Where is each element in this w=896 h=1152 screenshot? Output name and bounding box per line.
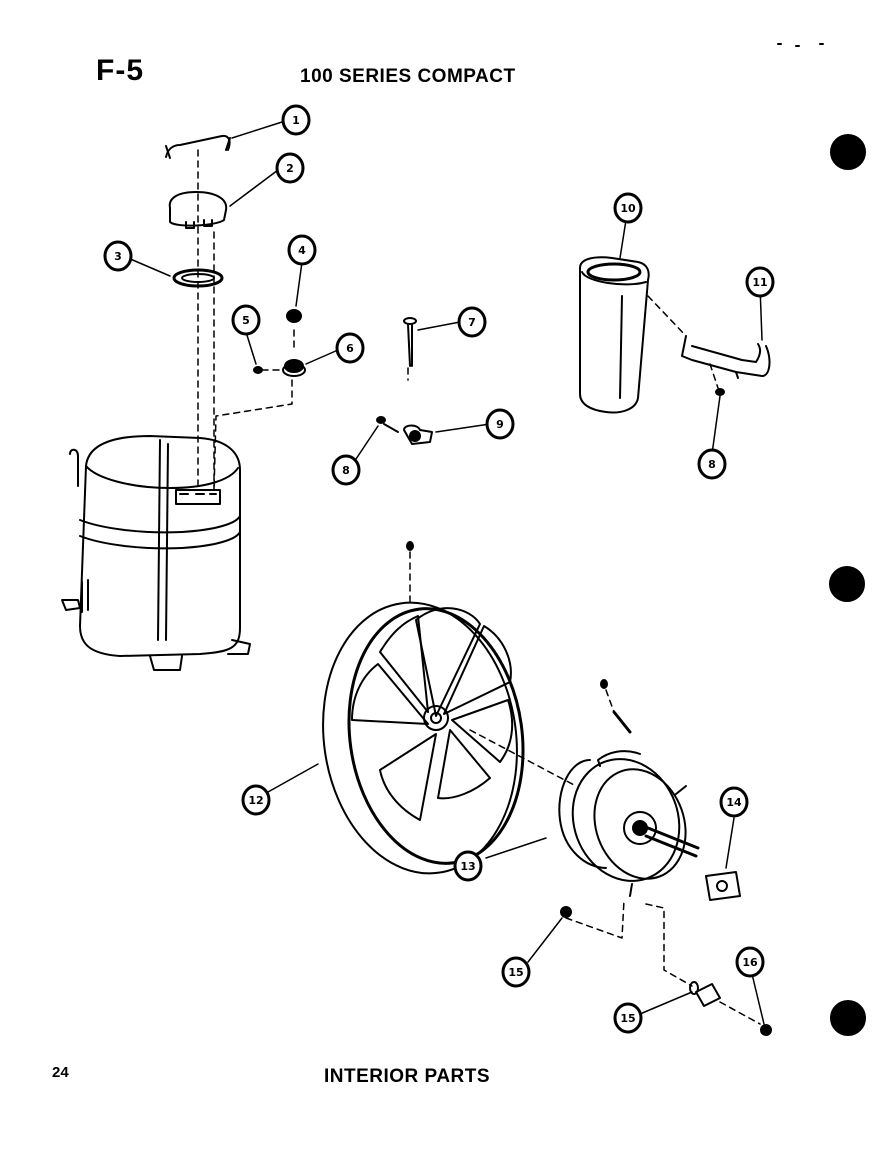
callout-7: 7	[457, 306, 487, 338]
page-code: F-5	[96, 54, 144, 87]
callout-14: 14	[719, 786, 749, 818]
page-number: 24	[52, 1064, 69, 1081]
grommet-part	[282, 359, 306, 377]
callout-8: 8	[331, 454, 361, 486]
assembly-lines	[197, 149, 761, 1025]
callout-5: 5	[231, 304, 261, 336]
callout-label: 2	[286, 162, 294, 175]
callout-13: 13	[453, 850, 483, 882]
callout-label: 13	[460, 860, 475, 873]
callout-15: 15	[613, 1002, 643, 1034]
callout-11: 11	[745, 266, 775, 298]
binder-hole-top	[830, 134, 866, 170]
callout-label: 8	[342, 464, 350, 477]
callout-label: 12	[248, 794, 263, 807]
callout-12: 12	[241, 784, 271, 816]
clip-part	[165, 134, 231, 159]
small-screw-part	[253, 366, 263, 374]
callout-label: 4	[298, 244, 306, 257]
binder-hole-bottom	[830, 1000, 866, 1036]
compressor-body	[61, 435, 251, 671]
end-nut-part	[760, 1024, 772, 1036]
callout-label: 14	[726, 796, 742, 809]
callout-1: 1	[281, 104, 311, 136]
callout-2: 2	[275, 152, 305, 184]
callout-label: 15	[508, 966, 523, 979]
binder-hole-middle	[829, 566, 865, 602]
callout-label: 8	[708, 458, 716, 471]
capacitor-bracket-part	[681, 335, 771, 379]
fan-blade-part	[322, 541, 525, 875]
callout-label: 1	[292, 114, 300, 127]
callout-label: 10	[620, 202, 636, 215]
spacer-part	[689, 981, 721, 1007]
capacitor-part	[579, 256, 650, 414]
callout-label: 7	[468, 316, 476, 329]
terminal-plate-part	[705, 871, 741, 901]
callout-4: 4	[287, 234, 317, 266]
clamp-part	[403, 424, 433, 445]
callout-label: 3	[114, 250, 122, 263]
terminal-cover-part	[168, 191, 228, 229]
callout-10: 10	[613, 192, 643, 224]
callout-label: 9	[496, 418, 504, 431]
fan-motor-part	[558, 679, 700, 897]
callout-15: 15	[501, 956, 531, 988]
callout-label: 15	[620, 1012, 635, 1025]
nut-part	[286, 309, 302, 323]
callout-label: 16	[742, 956, 758, 969]
series-title: 100 SERIES COMPACT	[300, 66, 516, 87]
bracket-screw-part	[715, 388, 725, 396]
washer-part	[560, 906, 572, 918]
callout-label: 6	[346, 342, 354, 355]
callout-8: 8	[697, 448, 727, 480]
clamp-screw-part	[376, 416, 399, 433]
leader-lines	[127, 121, 765, 1025]
callout-3: 3	[103, 240, 133, 272]
bolt-part	[403, 317, 417, 367]
callout-16: 16	[735, 946, 765, 978]
callout-label: 5	[242, 314, 250, 327]
callout-6: 6	[335, 332, 365, 364]
callout-label: 11	[752, 276, 767, 289]
section-title: INTERIOR PARTS	[324, 1066, 491, 1087]
callout-9: 9	[485, 408, 515, 440]
